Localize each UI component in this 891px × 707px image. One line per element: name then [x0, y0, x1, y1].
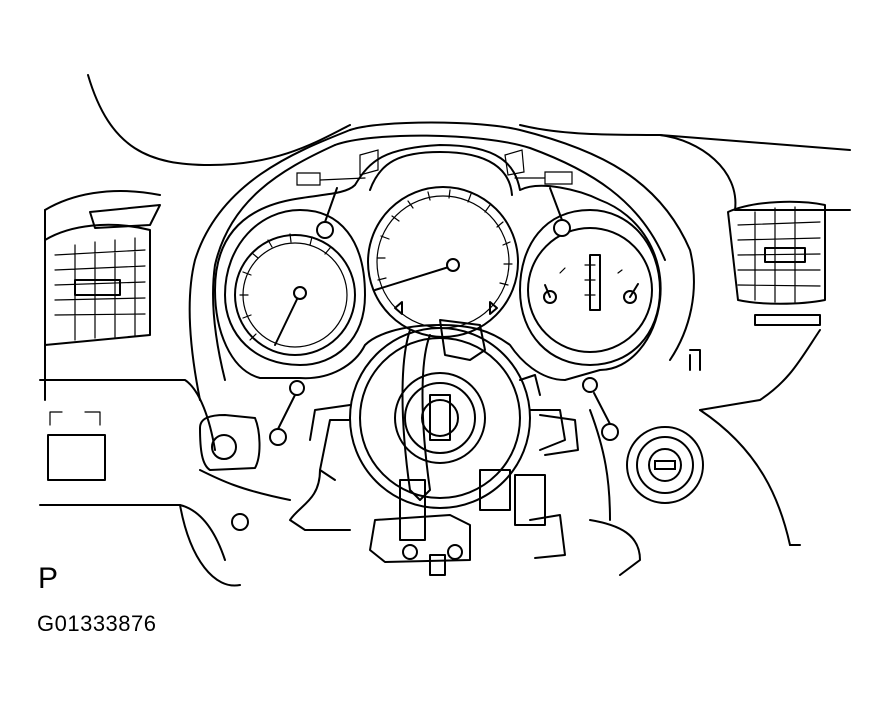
left-air-vent: [44, 204, 161, 346]
right-air-vent: [727, 200, 826, 326]
figure-code-label: G01333876: [37, 611, 157, 636]
instrument-panel: [39, 74, 851, 587]
screw-upper-left: [296, 172, 366, 239]
screw-upper-right: [514, 171, 573, 237]
left-switch-panel: [47, 411, 261, 531]
ignition-key-cylinder: [626, 349, 704, 504]
speedometer: [367, 186, 519, 338]
meter-hood: [188, 121, 695, 401]
screw-lower-left: [269, 380, 305, 446]
view-letter-label: P: [38, 562, 59, 595]
mounting-screws: [269, 149, 619, 446]
screw-lower-right: [582, 377, 619, 441]
combination-meter: [214, 144, 662, 381]
fuel-temp-gauge: [527, 227, 653, 353]
tachometer: [234, 233, 356, 356]
steering-column: [289, 319, 579, 576]
